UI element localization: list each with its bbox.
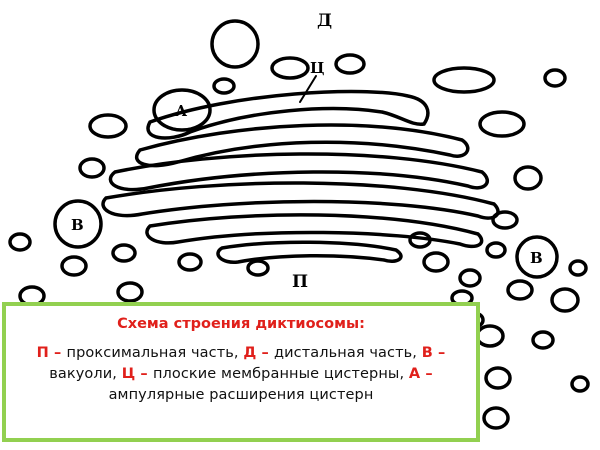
- legend-key: В: [421, 345, 433, 361]
- vesicle: [88, 113, 128, 139]
- vesicle: [550, 287, 580, 313]
- legend-text: вакуоли,: [49, 366, 122, 382]
- legend-key: Ц: [121, 366, 136, 382]
- vacuole: [515, 235, 559, 279]
- vesicle: [506, 279, 534, 301]
- legend-separator: –: [48, 345, 67, 361]
- vesicle: [531, 330, 555, 350]
- vesicle: [334, 53, 366, 75]
- vesicle: [485, 241, 507, 259]
- label-distal: Д: [317, 11, 332, 31]
- legend-item-proximal: П – проксимальная часть,: [37, 345, 244, 361]
- vesicle: [422, 251, 450, 273]
- legend-key: Д: [243, 345, 257, 361]
- vesicle: [212, 77, 236, 95]
- label-ampullar: А: [175, 102, 188, 120]
- label-vacuole-left: В: [71, 216, 84, 234]
- legend-separator: –: [256, 345, 274, 361]
- vesicle: [482, 406, 510, 430]
- cisterna-leader-line: [299, 75, 317, 103]
- vesicle: [478, 110, 526, 138]
- label-vacuole-right: В: [530, 249, 543, 267]
- vesicle: [111, 243, 137, 263]
- vacuole: [53, 199, 103, 249]
- vesicle: [491, 210, 519, 230]
- vesicle: [458, 268, 482, 288]
- legend-item-vacuoles: В – вакуоли,: [49, 345, 445, 382]
- cisterna: [101, 181, 500, 220]
- legend-text: дистальная часть,: [274, 345, 422, 361]
- vesicle: [513, 165, 543, 191]
- vesicle: [543, 68, 567, 88]
- legend-text: плоские мембранные цистерны,: [152, 366, 409, 382]
- label-cisterna: Ц: [310, 59, 325, 77]
- legend-item-ampullae: А – ампулярные расширения цистерн: [109, 366, 433, 403]
- cisterna: [108, 152, 489, 192]
- vesicle: [570, 375, 590, 393]
- legend-text: проксимальная часть,: [66, 345, 244, 361]
- vesicle: [484, 366, 512, 390]
- legend-key: П: [36, 345, 49, 361]
- vacuole: [152, 88, 212, 132]
- legend-item-cisternae: Ц – плоские мембранные цистерны,: [122, 366, 409, 382]
- vesicle: [177, 252, 203, 272]
- vesicle: [475, 324, 505, 348]
- legend-text: ампулярные расширения цистерн: [108, 387, 374, 403]
- vesicle: [432, 66, 496, 94]
- label-proximal: П: [292, 272, 308, 292]
- cisterna: [146, 89, 430, 140]
- caption-body: П – проксимальная часть, Д – дистальная …: [16, 343, 466, 406]
- cisterna: [145, 213, 484, 249]
- vesicle: [8, 232, 32, 252]
- legend-separator: –: [135, 366, 153, 382]
- vesicle: [246, 259, 270, 277]
- legend-item-distal: Д – дистальная часть,: [243, 345, 421, 361]
- caption-box: Схема строения диктиосомы: П – проксимал…: [2, 302, 480, 442]
- vesicle: [270, 56, 310, 80]
- vacuole: [210, 19, 260, 69]
- legend-separator: –: [420, 366, 433, 382]
- cisterna: [216, 240, 403, 264]
- legend-separator: –: [432, 345, 446, 361]
- caption-title: Схема строения диктиосомы:: [117, 316, 365, 332]
- vesicle: [408, 231, 432, 249]
- vesicle: [78, 157, 106, 179]
- vesicle: [568, 259, 588, 277]
- vesicle: [116, 281, 144, 303]
- vesicle: [60, 255, 88, 277]
- legend-key: А: [408, 366, 421, 382]
